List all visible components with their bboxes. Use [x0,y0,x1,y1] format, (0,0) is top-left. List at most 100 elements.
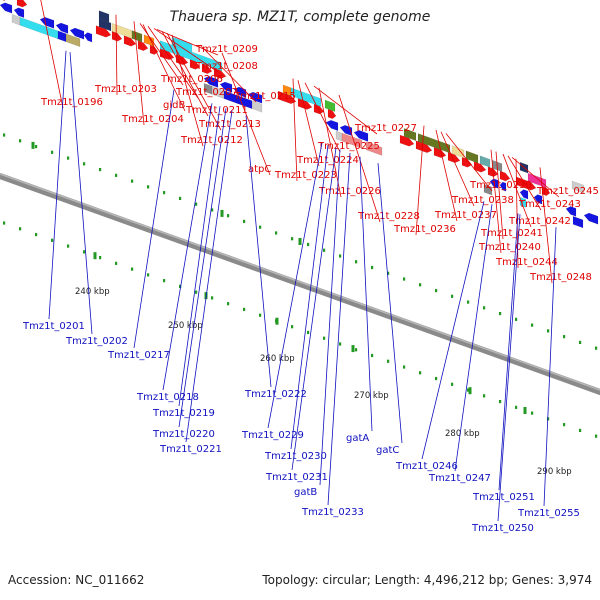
scale-tick [579,340,582,344]
major-scale-tick [351,345,355,353]
scale-tick [179,284,182,288]
scale-label: 270 kbp [354,391,389,401]
scale-tick [51,150,54,154]
genome-summary-text: Topology: circular; Length: 4,496,212 bp… [262,573,592,587]
reverse-label-leader [327,152,351,506]
forward-label-leader [171,34,204,147]
scale-tick [259,313,262,317]
scale-tick [131,179,134,183]
scale-tick [451,382,454,386]
scale-tick [243,307,246,312]
scale-tick [547,329,550,333]
reverse-gene-block [251,100,263,113]
forward-label-leader [495,151,504,240]
major-scale-tick [93,252,97,260]
forward-label-leader [292,78,298,182]
forward-gene-label: Tmz1t_0209 [195,44,258,55]
scale-tick [3,221,6,225]
scale-tick [403,277,406,281]
scale-tick [499,400,502,404]
accession-text: Accession: NC_011662 [8,573,145,587]
scale-tick [419,283,422,287]
reverse-gene-label: Tmz1t_0229 [241,430,304,441]
reverse-label-leader [421,201,485,460]
scale-tick [563,335,566,339]
scale-tick [131,267,134,271]
forward-label-leader [304,82,341,153]
forward-gene-label: Tmz1t_0215 [233,91,296,102]
reverse-gene-arrow [219,81,233,93]
reverse-gene-label: Tmz1t_0220 [152,429,215,440]
reverse-gene-arrow [39,16,55,29]
scale-label: 240 kbp [75,287,110,297]
scale-tick [147,273,150,277]
scale-tick [19,139,22,143]
forward-gene-arrow [515,176,537,191]
scale-tick [323,248,326,252]
scale-tick [195,290,198,294]
reverse-gene-block [519,196,527,208]
reverse-label-leader [162,103,213,391]
reverse-label-leader [245,115,272,388]
forward-label-leader [115,14,118,96]
reverse-gene-arrow [83,32,93,43]
forward-label-leader [313,85,378,135]
scale-tick [595,434,598,438]
reverse-label-leader [359,156,373,432]
reverse-gene-label: Tmz1t_0221 [159,444,222,455]
scale-label: 250 kbp [168,321,203,331]
forward-gene-arrow [201,63,213,74]
scale-tick [35,144,38,149]
forward-gene-label: Tmz1t_0245 [536,186,599,197]
genome-backbone [0,173,600,395]
forward-gene-label: Tmz1t_0226 [318,186,381,197]
reverse-gene-arrow [55,22,69,34]
scale-tick [435,288,438,293]
scale-tick [339,254,342,258]
reverse-label-leader [178,108,227,428]
forward-gene-label: Tmz1t_0241 [480,228,543,239]
reverse-gene-arrow [565,206,577,217]
scale-tick [115,261,118,265]
reverse-gene-arrow [499,181,507,192]
forward-gene-label: Tmz1t_0224 [296,155,359,166]
reverse-label-leader [319,149,341,486]
forward-gene-arrow [95,25,112,38]
scale-tick [515,405,518,409]
scale-label: 260 kbp [260,354,295,364]
reverse-label-leader [290,145,329,450]
major-scale-tick [220,209,224,217]
forward-gene-label: Tmz1t_0238 [451,195,514,206]
reverse-label-leader [497,214,521,522]
reverse-label-leader [291,147,337,471]
reverse-label-leader [267,142,323,429]
scale-tick [499,312,502,316]
scale-tick [371,265,374,270]
forward-gene-block [451,145,465,159]
reverse-gene-label: gatB [294,487,317,498]
forward-gene-label: Tmz1t_0223 [274,170,337,181]
forward-gene-label: Tmz1t_0225 [317,141,380,152]
forward-label-leader [511,157,560,198]
major-scale-tick [468,387,472,395]
scale-tick [259,225,262,229]
forward-gene-label: Tmz1t_0236 [393,224,456,235]
scale-tick [387,271,390,275]
reverse-gene-arrow [233,86,247,98]
scale-tick [115,173,118,177]
scale-tick [467,388,470,392]
forward-gene-arrow [433,146,447,159]
major-scale-tick [275,317,279,325]
forward-gene-block [98,18,112,32]
forward-gene-label: Tmz1t_0211 [185,105,248,116]
scale-tick [67,156,70,160]
scale-tick [387,359,390,363]
forward-gene-arrow [499,170,511,182]
forward-gene-label: Tmz1t_0203 [94,84,157,95]
scale-tick [67,244,70,248]
forward-label-leader [415,125,425,236]
scale-tick [355,260,358,264]
reverse-gene-label: gatA [346,433,369,444]
forward-gene-label: Tmz1t_0213 [198,119,261,130]
major-scale-tick [298,238,302,245]
